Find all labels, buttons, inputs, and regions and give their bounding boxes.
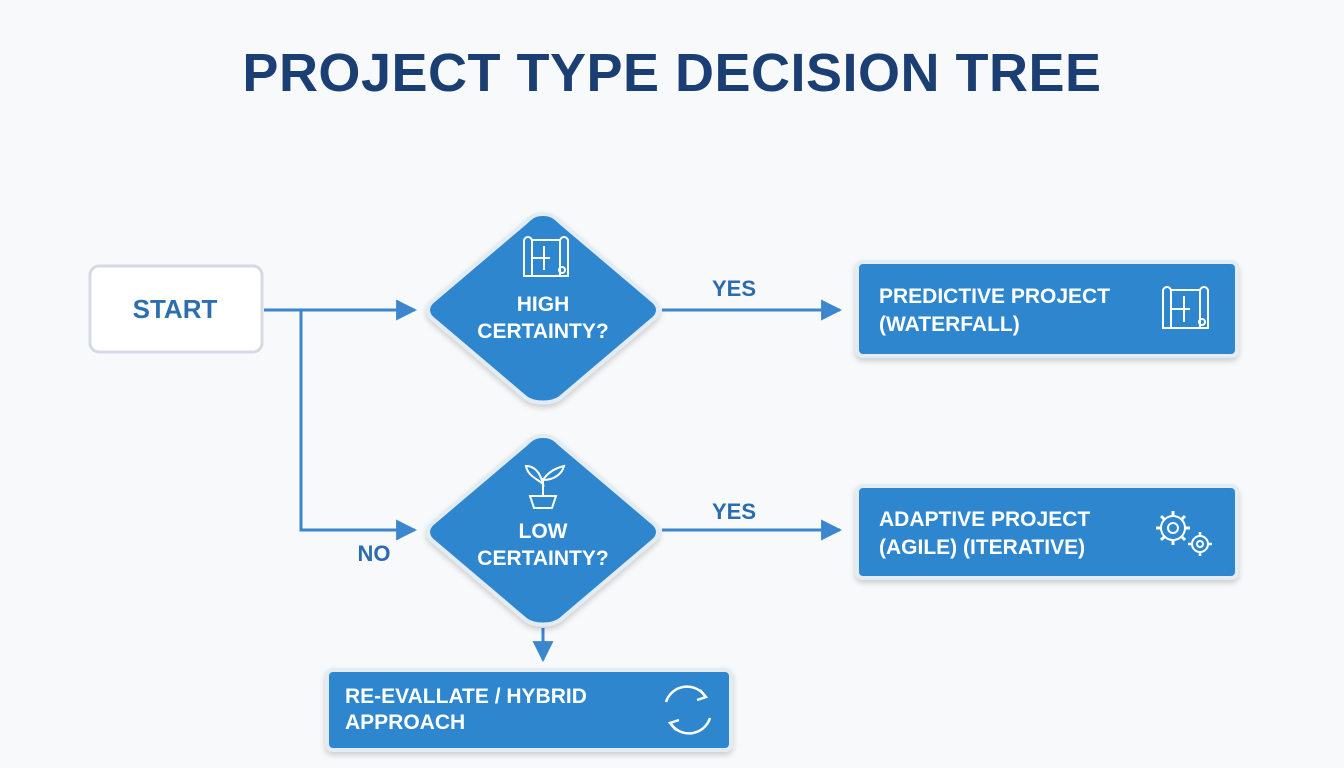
edge-label-no: NO: [358, 541, 391, 566]
reevaluate-label-line-1: RE-EVALLATE / HYBRID: [345, 685, 587, 708]
connectors: [264, 299, 843, 663]
adaptive-project-node: [855, 484, 1239, 580]
start-node: START: [88, 264, 264, 354]
sprout-icon: [524, 464, 566, 509]
start-label: START: [133, 294, 218, 324]
page-title: PROJECT TYPE DECISION TREE: [242, 43, 1102, 103]
blueprint-icon: [523, 236, 569, 277]
reevaluate-node: [325, 668, 733, 752]
low-certainty-label-line-1: LOW: [519, 520, 568, 543]
reevaluate-label-line-2: APPROACH: [345, 711, 465, 734]
edge-label-yes-low: YES: [712, 499, 756, 524]
high-certainty-label-line-1: HIGH: [517, 293, 570, 316]
predictive-label-line-1: PREDICTIVE PROJECT: [879, 285, 1110, 308]
cycle-icon: [664, 685, 712, 735]
edge-label-yes-high: YES: [712, 276, 756, 301]
gears-icon: [1156, 511, 1212, 556]
blueprint-icon: [1162, 286, 1209, 329]
low-certainty-decision: [426, 433, 660, 627]
high-certainty-label-line-2: CERTAINTY?: [477, 320, 608, 343]
predictive-project-node: [855, 260, 1239, 358]
high-certainty-decision: [426, 211, 660, 405]
adaptive-label-line-2: (AGILE) (ITERATIVE): [879, 536, 1085, 559]
low-certainty-label-line-2: CERTAINTY?: [477, 547, 608, 570]
predictive-label-line-2: (WATERFALL): [879, 313, 1020, 336]
connector-start-to-low: [299, 310, 418, 541]
adaptive-label-line-1: ADAPTIVE PROJECT: [879, 508, 1090, 531]
